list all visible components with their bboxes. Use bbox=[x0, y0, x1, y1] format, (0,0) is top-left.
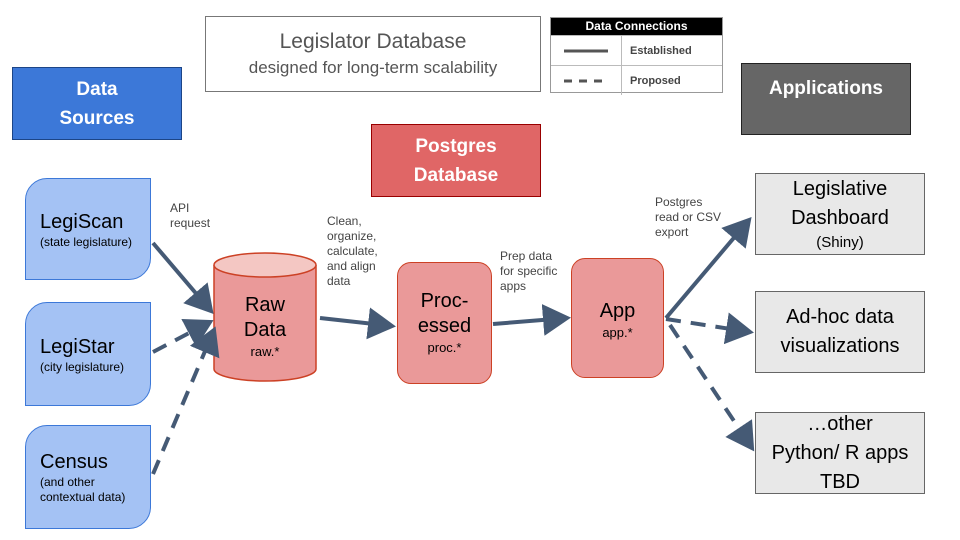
app-dashboard-line2: Dashboard bbox=[791, 207, 889, 229]
processed-name-line1: Proc- bbox=[420, 290, 469, 312]
raw-data-schema: raw.* bbox=[250, 344, 280, 359]
source-legistar-name: LegiStar bbox=[40, 335, 115, 358]
diagram-title: Legislator Database designed for long-te… bbox=[205, 16, 541, 92]
source-legistar-sub: (city legislature) bbox=[40, 359, 125, 374]
legend-row-established: Established bbox=[551, 35, 722, 65]
app-other-line2: Python/ R apps bbox=[771, 441, 909, 464]
arrow-census-to-raw bbox=[151, 326, 220, 475]
source-census-sub: (and other contextual data) bbox=[40, 475, 126, 504]
source-legiscan-name: LegiScan bbox=[40, 210, 124, 233]
title-main: Legislator Database bbox=[279, 30, 467, 53]
processed-node: Proc- essed proc.* bbox=[397, 262, 492, 384]
arrow-app-to-other bbox=[668, 323, 755, 452]
legend-proposed-label: Proposed bbox=[630, 74, 681, 87]
data-sources-header-line2: Sources bbox=[59, 107, 135, 129]
title-subtitle: designed for long-term scalability bbox=[248, 58, 498, 77]
legend-row-proposed: Proposed bbox=[551, 65, 722, 95]
data-sources-header-line1: Data bbox=[76, 78, 118, 100]
postgres-header-line2: Database bbox=[413, 164, 499, 186]
dashed-line-swatch bbox=[551, 66, 622, 95]
app-legislative-dashboard: Legislative Dashboard (Shiny) bbox=[755, 173, 925, 255]
label-postgres-export: Postgres read or CSV export bbox=[655, 195, 722, 239]
legend: Data Connections Established Proposed bbox=[550, 17, 723, 95]
source-legiscan-sub: (state legislature) bbox=[40, 234, 133, 249]
source-legistar: LegiStar (city legislature) bbox=[25, 302, 151, 406]
app-dashboard-line3: (Shiny) bbox=[816, 234, 864, 251]
arrow-legistar-to-raw bbox=[152, 319, 214, 354]
applications-header-label: Applications bbox=[768, 78, 883, 99]
arrow-legiscan-to-raw bbox=[151, 241, 214, 315]
raw-data-cylinder bbox=[213, 252, 317, 382]
raw-data-name-line1: Raw bbox=[244, 294, 285, 316]
label-clean-organize: Clean, organize, calculate, and align da… bbox=[327, 214, 378, 288]
app-other-apps: …other Python/ R apps TBD bbox=[755, 412, 925, 494]
processed-schema: proc.* bbox=[427, 340, 462, 355]
postgres-database-header: Postgres Database bbox=[371, 124, 541, 197]
app-adhoc-visualizations: Ad-hoc data visualizations bbox=[755, 291, 925, 373]
label-prep-data: Prep data for specific apps bbox=[500, 249, 558, 293]
app-adhoc-line2: visualizations bbox=[780, 335, 900, 357]
app-other-line3: TBD bbox=[820, 470, 860, 493]
app-name: App bbox=[599, 300, 636, 322]
app-adhoc-line1: Ad-hoc data bbox=[786, 306, 894, 328]
app-other-line1: …other bbox=[807, 412, 873, 435]
arrow-raw-to-processed bbox=[319, 307, 396, 340]
source-legiscan: LegiScan (state legislature) bbox=[25, 178, 151, 280]
postgres-header-line1: Postgres bbox=[415, 135, 497, 157]
data-sources-header: Data Sources bbox=[12, 67, 182, 140]
label-api-request: API request bbox=[170, 201, 211, 230]
legend-established-label: Established bbox=[630, 44, 692, 57]
app-schema: app.* bbox=[602, 325, 633, 340]
applications-header: Applications bbox=[741, 63, 911, 135]
legend-header: Data Connections bbox=[551, 18, 722, 35]
app-dashboard-line1: Legislative bbox=[792, 178, 888, 200]
solid-line-swatch bbox=[551, 36, 622, 65]
raw-data-name-line2: Data bbox=[243, 319, 287, 341]
arrow-app-to-adhoc bbox=[665, 312, 754, 345]
arrow-processed-to-app bbox=[492, 303, 571, 336]
raw-data-node: Raw Data raw.* bbox=[214, 282, 316, 372]
processed-name-line2: essed bbox=[417, 315, 472, 337]
source-census-name: Census bbox=[40, 451, 108, 473]
app-node: App app.* bbox=[571, 258, 664, 378]
source-census: Census (and other contextual data) bbox=[25, 425, 151, 529]
